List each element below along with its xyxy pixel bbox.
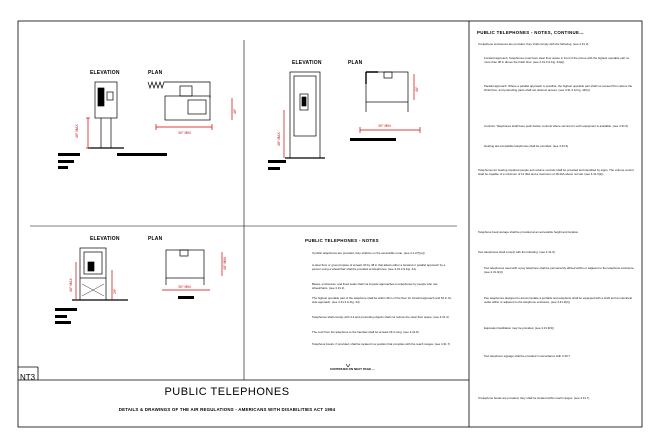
note-item: Text telephones used with a pay telephon… [484, 266, 635, 275]
svg-text:48" MAX: 48" MAX [75, 124, 79, 138]
note-item: Telephones shall comply with 4.4 and pro… [312, 315, 449, 319]
note-item: Parallel approach. Where a parallel appr… [484, 84, 633, 93]
note-item: Pay telephones designed to accommodate a… [484, 296, 632, 305]
detail-1-plan-label: PLAN [148, 70, 163, 76]
note-item: If telephone enclosures are provided, th… [478, 42, 589, 46]
note-item: The highest operable part of the telepho… [312, 296, 452, 305]
detail-3-plan-label: PLAN [148, 236, 163, 242]
continue-arrow [345, 363, 351, 368]
detail-2-captions [268, 138, 396, 170]
note-item: Telephone book storage shall be provided… [478, 230, 579, 234]
detail-2-elevation-label: ELEVATION [292, 60, 322, 66]
detail-1-captions [58, 153, 167, 169]
notes-continued-heading: PUBLIC TELEPHONES - NOTES, CONTINUE... [477, 30, 584, 35]
detail-1-dims: 48" MAX 30" MIN 48" [75, 108, 237, 138]
continued-label: CONTINUED ON NEXT PAGE --- [330, 367, 375, 371]
svg-text:30" MIN: 30" MIN [178, 131, 191, 135]
detail-2-drawing [283, 71, 421, 159]
detail-3-elevation-label: ELEVATION [90, 236, 120, 242]
note-item: Controls: Telephones shall have push-but… [484, 124, 629, 128]
note-item: Bases, enclosures, and fixed seats shall… [312, 282, 438, 291]
note-item: Telephones for hearing impaired people a… [478, 168, 634, 177]
note-item: A clear floor or ground space of at leas… [312, 263, 446, 272]
svg-text:48" MIN: 48" MIN [223, 257, 227, 270]
notes-heading: PUBLIC TELEPHONES - NOTES [305, 238, 379, 243]
detail-2-dims: 48" MAX 30" MIN 48" [277, 86, 419, 146]
svg-text:29": 29" [113, 288, 117, 294]
note-item: Telephone books, if provided, shall be l… [312, 342, 451, 346]
detail-3-drawing [72, 247, 223, 301]
svg-text:48": 48" [415, 86, 419, 92]
detail-2-plan-label: PLAN [348, 60, 363, 66]
svg-text:48" MAX: 48" MAX [69, 278, 73, 292]
sheet-border [17, 20, 643, 428]
note-item: If public telephones are provided, they … [312, 251, 425, 255]
note-item: Hearing aid compatible telephones shall … [484, 144, 569, 148]
note-item: The cord from the telephone to the hands… [312, 330, 419, 334]
note-item: Text telephone signage shall be provided… [484, 354, 571, 358]
detail-3-captions [55, 296, 194, 324]
sheet-title: PUBLIC TELEPHONES [164, 386, 290, 398]
svg-text:48": 48" [233, 108, 237, 114]
svg-text:30" MIN: 30" MIN [378, 124, 391, 128]
svg-text:30" MIN: 30" MIN [178, 285, 191, 289]
detail-1-elevation-label: ELEVATION [90, 70, 120, 76]
detail-3-dims: 48" MAX 29" 30" MIN 48" MIN [69, 257, 227, 294]
detail-1-drawing [86, 80, 233, 149]
sheet-subtitle: DETAILS & DRAWINGS OF THE AIR REGULATION… [118, 407, 336, 412]
note-item: If telephone books are provided, they sh… [478, 396, 590, 400]
note-item: Forward approach. Telephones must have c… [484, 56, 630, 65]
sheet-number: NT3 [20, 373, 36, 382]
note-item: Equivalent facilitation may be provided.… [484, 326, 554, 330]
note-item: Text telephones shall comply with the fo… [478, 250, 555, 254]
svg-text:48" MAX: 48" MAX [277, 132, 281, 146]
